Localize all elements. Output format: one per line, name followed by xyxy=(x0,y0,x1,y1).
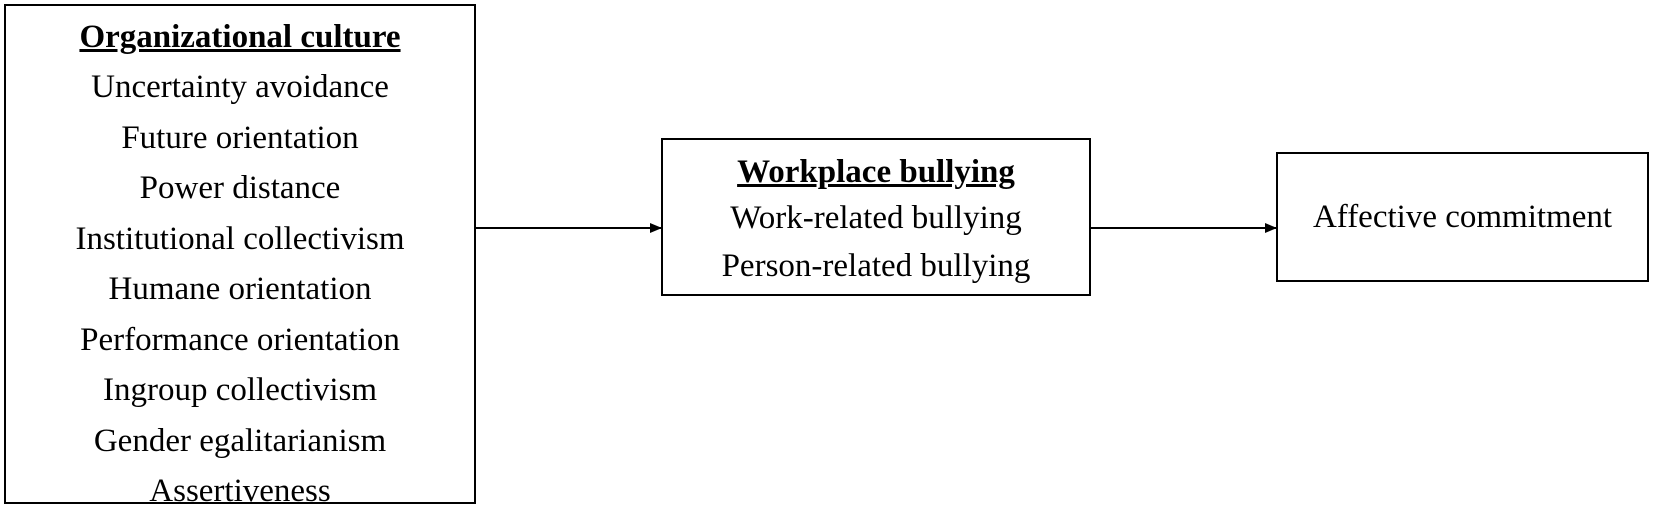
culture-item-ingroup-collectivism: Ingroup collectivism xyxy=(102,372,378,408)
workplace-bullying-box: Workplace bullying Work-related bullying… xyxy=(661,138,1091,296)
culture-item-assertiveness: Assertiveness xyxy=(149,473,331,509)
bullying-item-work-related: Work-related bullying xyxy=(730,200,1022,236)
culture-item-gender-egalitarianism: Gender egalitarianism xyxy=(93,422,387,459)
affective-commitment-box: Affective commitment xyxy=(1276,152,1649,282)
workplace-bullying-title: Workplace bullying xyxy=(737,154,1015,190)
affective-commitment-label: Affective commitment xyxy=(1312,198,1613,235)
culture-item-power-distance: Power distance xyxy=(139,170,341,206)
culture-item-future-orientation: Future orientation xyxy=(121,119,359,156)
culture-item-institutional-collectivism: Institutional collectivism xyxy=(75,220,405,257)
bullying-item-person-related: Person-related bullying xyxy=(721,248,1031,284)
culture-item-uncertainty-avoidance: Uncertainty avoidance xyxy=(91,69,389,105)
culture-item-performance-orientation: Performance orientation xyxy=(80,321,400,358)
organizational-culture-title: Organizational culture xyxy=(79,19,401,55)
culture-item-humane-orientation: Humane orientation xyxy=(108,271,372,307)
organizational-culture-box: Organizational culture Uncertainty avoid… xyxy=(4,4,476,509)
